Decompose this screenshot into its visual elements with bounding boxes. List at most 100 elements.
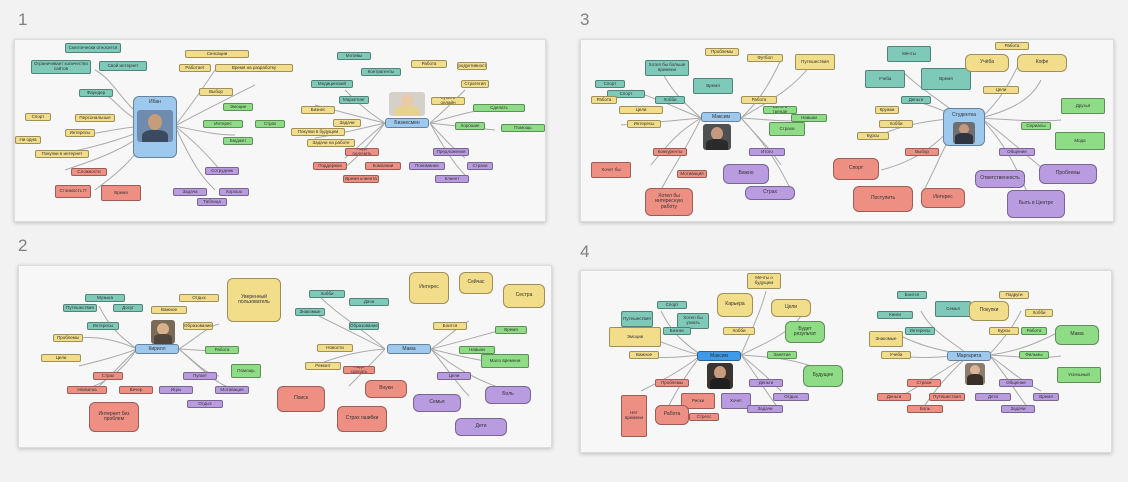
- node[interactable]: Хобби: [655, 96, 685, 104]
- node[interactable]: Помощь: [501, 124, 545, 132]
- node[interactable]: Кружки: [875, 106, 899, 114]
- node[interactable]: Работа: [411, 60, 447, 68]
- node[interactable]: Путешествия: [929, 393, 965, 401]
- hub-maxim[interactable]: Максим: [697, 351, 741, 361]
- node[interactable]: Пугает: [183, 372, 217, 380]
- node[interactable]: Страхи: [467, 162, 493, 170]
- node[interactable]: Мотивация: [215, 386, 249, 394]
- mindmap-board-2[interactable]: Музыка Путешествия Досуг Интересы Отдых …: [18, 265, 552, 448]
- node[interactable]: Знакомые: [869, 331, 903, 347]
- node[interactable]: Сериалы: [1021, 122, 1051, 130]
- node[interactable]: Путешествия: [795, 54, 835, 70]
- node[interactable]: Задачи: [747, 405, 783, 413]
- hub-mama[interactable]: Мама: [387, 344, 431, 354]
- node[interactable]: Бизнес: [301, 106, 335, 114]
- node[interactable]: Задачи на работе: [307, 139, 355, 147]
- node[interactable]: Время: [1033, 393, 1059, 401]
- node[interactable]: Мечты: [887, 46, 931, 62]
- node[interactable]: Время клиента: [343, 175, 379, 183]
- node[interactable]: Мало времени: [481, 354, 529, 368]
- node[interactable]: Проблемы: [1039, 164, 1097, 184]
- node[interactable]: Новости: [317, 344, 353, 352]
- node[interactable]: Спорт: [595, 80, 625, 88]
- node[interactable]: Интерес: [203, 120, 243, 128]
- node[interactable]: Работа: [205, 346, 239, 354]
- node[interactable]: Успешный: [1057, 367, 1101, 383]
- node[interactable]: Мотивация: [677, 170, 707, 178]
- node[interactable]: Боль: [907, 405, 943, 413]
- node[interactable]: Сенсации: [185, 50, 249, 58]
- node[interactable]: Спорт: [657, 301, 687, 309]
- node[interactable]: Интересы: [627, 120, 661, 128]
- node[interactable]: Страх: [745, 186, 795, 200]
- node[interactable]: Сейчас: [459, 272, 493, 294]
- node[interactable]: Внуки: [365, 380, 407, 398]
- node[interactable]: Риски: [681, 393, 715, 409]
- mindmap-board-4[interactable]: Спорт Путешествия Хотел бы узнать Бизнес…: [580, 270, 1112, 453]
- node[interactable]: Быть в Центре: [1007, 190, 1065, 218]
- node[interactable]: Цели: [771, 299, 811, 317]
- node[interactable]: Отдых: [773, 393, 809, 401]
- node[interactable]: Досуг: [113, 304, 143, 312]
- node[interactable]: Путешествия: [621, 311, 653, 327]
- node[interactable]: Футбол: [747, 54, 783, 62]
- node[interactable]: Спорт: [607, 90, 645, 98]
- node[interactable]: Отдых: [179, 294, 219, 302]
- node[interactable]: Семья: [413, 394, 461, 412]
- node[interactable]: Проблемы: [655, 379, 689, 387]
- node[interactable]: Учеба: [865, 70, 905, 88]
- node[interactable]: Задачи: [333, 119, 361, 127]
- node[interactable]: Ограничивает количество сайтов: [31, 60, 91, 74]
- node[interactable]: Подруги: [999, 291, 1029, 299]
- node[interactable]: Учеба: [881, 351, 911, 359]
- node[interactable]: Цели: [983, 86, 1019, 94]
- node[interactable]: Общение: [999, 148, 1035, 156]
- node[interactable]: Ремонт: [305, 362, 341, 370]
- node[interactable]: Интересы: [87, 322, 119, 330]
- node[interactable]: Поиск: [277, 386, 325, 412]
- node[interactable]: Важное: [151, 306, 187, 314]
- node[interactable]: Помощь: [231, 364, 261, 378]
- node[interactable]: Сестра: [503, 284, 545, 308]
- node[interactable]: Хорошие: [455, 122, 485, 130]
- node[interactable]: Образование: [183, 322, 213, 330]
- node[interactable]: Стресс: [689, 413, 719, 421]
- node[interactable]: Фильмы: [1019, 351, 1049, 359]
- node[interactable]: Уверенный пользователь: [227, 278, 281, 322]
- node[interactable]: Страхи: [769, 122, 805, 136]
- node[interactable]: Итого: [749, 148, 785, 156]
- node[interactable]: Нехватка: [67, 386, 107, 394]
- node[interactable]: Боится: [897, 291, 927, 299]
- node[interactable]: Продуктивность: [457, 62, 487, 70]
- node[interactable]: Дети: [455, 418, 507, 436]
- node[interactable]: Курсы: [857, 132, 889, 140]
- node[interactable]: Время: [101, 185, 141, 201]
- node[interactable]: Хотел бы интересную работу: [645, 188, 693, 216]
- node[interactable]: Игры: [159, 386, 193, 394]
- node[interactable]: Цели: [437, 372, 471, 380]
- node[interactable]: Работа: [655, 405, 689, 425]
- node[interactable]: Мечты о будущем: [747, 273, 781, 289]
- node[interactable]: Спорт: [25, 113, 51, 121]
- node[interactable]: Курсы: [989, 327, 1019, 335]
- node[interactable]: Предложения: [433, 148, 469, 156]
- node[interactable]: Цели: [41, 354, 81, 362]
- node[interactable]: Покупки в будущем: [291, 128, 345, 136]
- node[interactable]: Друзья: [1061, 98, 1105, 114]
- node[interactable]: Время: [693, 78, 733, 94]
- node[interactable]: Свой интернет: [99, 61, 147, 71]
- node[interactable]: Клиент: [435, 175, 469, 183]
- node[interactable]: Эмоции: [223, 103, 253, 111]
- node[interactable]: Хочет: [721, 393, 751, 409]
- node[interactable]: Образование: [349, 322, 379, 330]
- node[interactable]: Время: [495, 326, 527, 334]
- node[interactable]: Деньги: [749, 379, 783, 387]
- node[interactable]: Стратегия: [461, 80, 489, 88]
- hub-kirill[interactable]: Кирилл: [135, 344, 179, 354]
- node[interactable]: Задача: [173, 188, 207, 196]
- node[interactable]: Занятия: [767, 351, 797, 359]
- node[interactable]: Купить онлайн: [431, 97, 465, 105]
- node[interactable]: Сложности: [71, 168, 107, 176]
- node[interactable]: Работает: [179, 64, 211, 72]
- node[interactable]: Хорошо: [219, 188, 249, 196]
